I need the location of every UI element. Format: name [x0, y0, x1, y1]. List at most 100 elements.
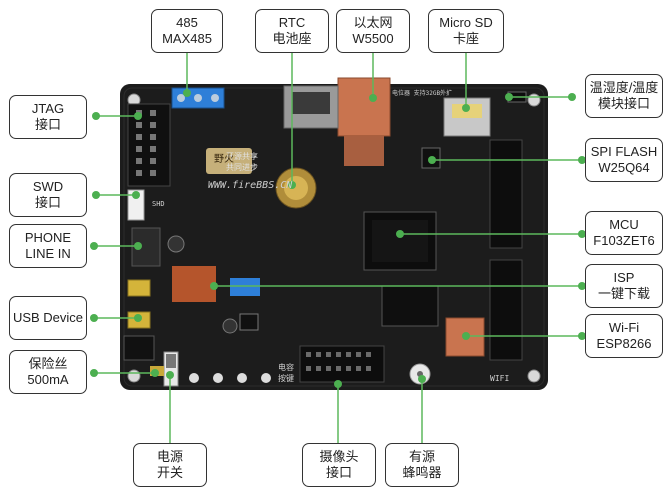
- label-temp-humidity-line1: 温湿度/温度: [589, 80, 659, 95]
- silk-slogan-1: 开源共享: [226, 152, 258, 161]
- label-swd: SWD 接口: [9, 173, 87, 217]
- label-buzzer-line1: 有源: [408, 449, 435, 464]
- silk-site: WWW.fireBBS.CN: [208, 180, 293, 191]
- dot-temp-a: [505, 93, 513, 101]
- dot-fuse-b: [151, 369, 159, 377]
- label-phone-line2: LINE IN: [25, 246, 71, 261]
- isp-ic: [172, 266, 216, 302]
- dot-mcu-a: [396, 230, 404, 238]
- label-rs485-line2: MAX485: [162, 31, 212, 46]
- capacitor-1: [167, 235, 185, 253]
- button-key-1: [213, 373, 223, 383]
- label-camera-line1: 摄像头: [319, 449, 359, 464]
- label-temp-humidity-line2: 模块接口: [597, 96, 650, 111]
- button-key-3: [261, 373, 271, 383]
- dot-buzzer: [418, 375, 426, 383]
- label-phone-line1: PHONE: [24, 230, 72, 245]
- label-spi-flash-line2: W25Q64: [598, 160, 650, 175]
- usb-connector-top: [127, 279, 151, 297]
- label-wifi-line1: Wi-Fi: [608, 320, 640, 335]
- ethernet-rj45: [337, 77, 391, 137]
- silk-sd: 电位器 支持32GB外扩: [392, 90, 453, 97]
- dot-usb-a: [90, 314, 98, 322]
- brand-logo: [206, 148, 252, 174]
- dot-wifi-b: [578, 332, 586, 340]
- dot-phone-b: [134, 242, 142, 250]
- label-spi-flash: SPI FLASH W25Q64: [585, 138, 663, 182]
- dot-microsd: [462, 104, 470, 112]
- power-jack: [123, 335, 155, 361]
- silk-brand: 野火: [214, 154, 234, 165]
- dot-temp-b: [568, 93, 576, 101]
- label-fuse: 保险丝 500mA: [9, 350, 87, 394]
- label-spi-flash-line1: SPI FLASH: [590, 144, 658, 159]
- label-rtc-line2: 电池座: [272, 31, 312, 46]
- label-rs485-line1: 485: [176, 15, 198, 30]
- label-usb-line1: USB Device: [12, 310, 84, 325]
- label-mcu: MCU F103ZET6: [585, 211, 663, 255]
- dot-jtag-b: [134, 112, 142, 120]
- dot-isp-a: [210, 282, 218, 290]
- label-microsd: Micro SD 卡座: [428, 9, 504, 53]
- silk-key-1: 电容: [278, 363, 294, 372]
- label-wifi-line2: ESP8266: [596, 336, 652, 351]
- label-ethernet: 以太网 W5500: [336, 9, 410, 53]
- label-power-switch: 电源 开关: [133, 443, 207, 487]
- label-rtc: RTC 电池座: [255, 9, 329, 53]
- mount-hole-br: [527, 369, 541, 383]
- label-swd-line2: 接口: [34, 195, 61, 210]
- gpio-header-right-2: [489, 259, 523, 361]
- dot-swd-a: [92, 191, 100, 199]
- camera-header: [299, 345, 385, 383]
- label-camera: 摄像头 接口: [302, 443, 376, 487]
- label-wifi: Wi-Fi ESP8266: [585, 314, 663, 358]
- label-fuse-line2: 500mA: [27, 372, 69, 387]
- label-microsd-line1: Micro SD: [439, 15, 493, 30]
- label-isp-line2: 一键下载: [597, 286, 650, 301]
- dot-mcu-b: [578, 230, 586, 238]
- label-mcu-line1: MCU: [609, 217, 639, 232]
- silk-wifi: WIFI: [490, 374, 510, 383]
- label-power-switch-line2: 开关: [156, 465, 183, 480]
- dot-phone-a: [90, 242, 98, 250]
- dot-usb-b: [134, 314, 142, 322]
- label-ethernet-line1: 以太网: [353, 15, 393, 30]
- dot-wifi-a: [462, 332, 470, 340]
- label-isp-line1: ISP: [613, 270, 635, 285]
- dot-jtag-a: [92, 112, 100, 120]
- dot-rs485: [183, 89, 191, 97]
- label-isp: ISP 一键下载: [585, 264, 663, 308]
- label-rtc-line1: RTC: [278, 15, 306, 30]
- dot-rtc: [288, 181, 296, 189]
- dot-switch: [166, 371, 174, 379]
- dot-swd-b: [132, 191, 140, 199]
- dot-isp-b: [578, 282, 586, 290]
- label-temp-humidity: 温湿度/温度 模块接口: [585, 74, 663, 118]
- dot-spiflash-a: [428, 156, 436, 164]
- dot-ethernet: [369, 94, 377, 102]
- label-phone-line-in: PHONE LINE IN: [9, 224, 87, 268]
- mount-hole-bl: [127, 369, 141, 383]
- aux-chip: [381, 285, 439, 327]
- capacitor-2: [222, 318, 238, 334]
- label-microsd-line2: 卡座: [452, 31, 479, 46]
- label-rs485: 485 MAX485: [151, 9, 223, 53]
- label-buzzer-line2: 蜂鸣器: [402, 465, 442, 480]
- dot-fuse-a: [90, 369, 98, 377]
- label-jtag: JTAG 接口: [9, 95, 87, 139]
- swd-header: [127, 189, 145, 221]
- label-power-switch-line1: 电源: [156, 449, 183, 464]
- button-key-2: [237, 373, 247, 383]
- label-usb-device: USB Device: [9, 296, 87, 340]
- label-buzzer: 有源 蜂鸣器: [385, 443, 459, 487]
- silk-slogan-2: 共同进步: [226, 163, 258, 172]
- label-fuse-line1: 保险丝: [28, 356, 68, 371]
- mount-hole-tr: [527, 93, 541, 107]
- dot-spiflash-b: [578, 156, 586, 164]
- label-jtag-line1: JTAG: [31, 101, 65, 116]
- regulator: [239, 313, 259, 331]
- label-ethernet-line2: W5500: [352, 31, 394, 46]
- gpio-header-right-1: [489, 139, 523, 249]
- label-mcu-line2: F103ZET6: [593, 233, 655, 248]
